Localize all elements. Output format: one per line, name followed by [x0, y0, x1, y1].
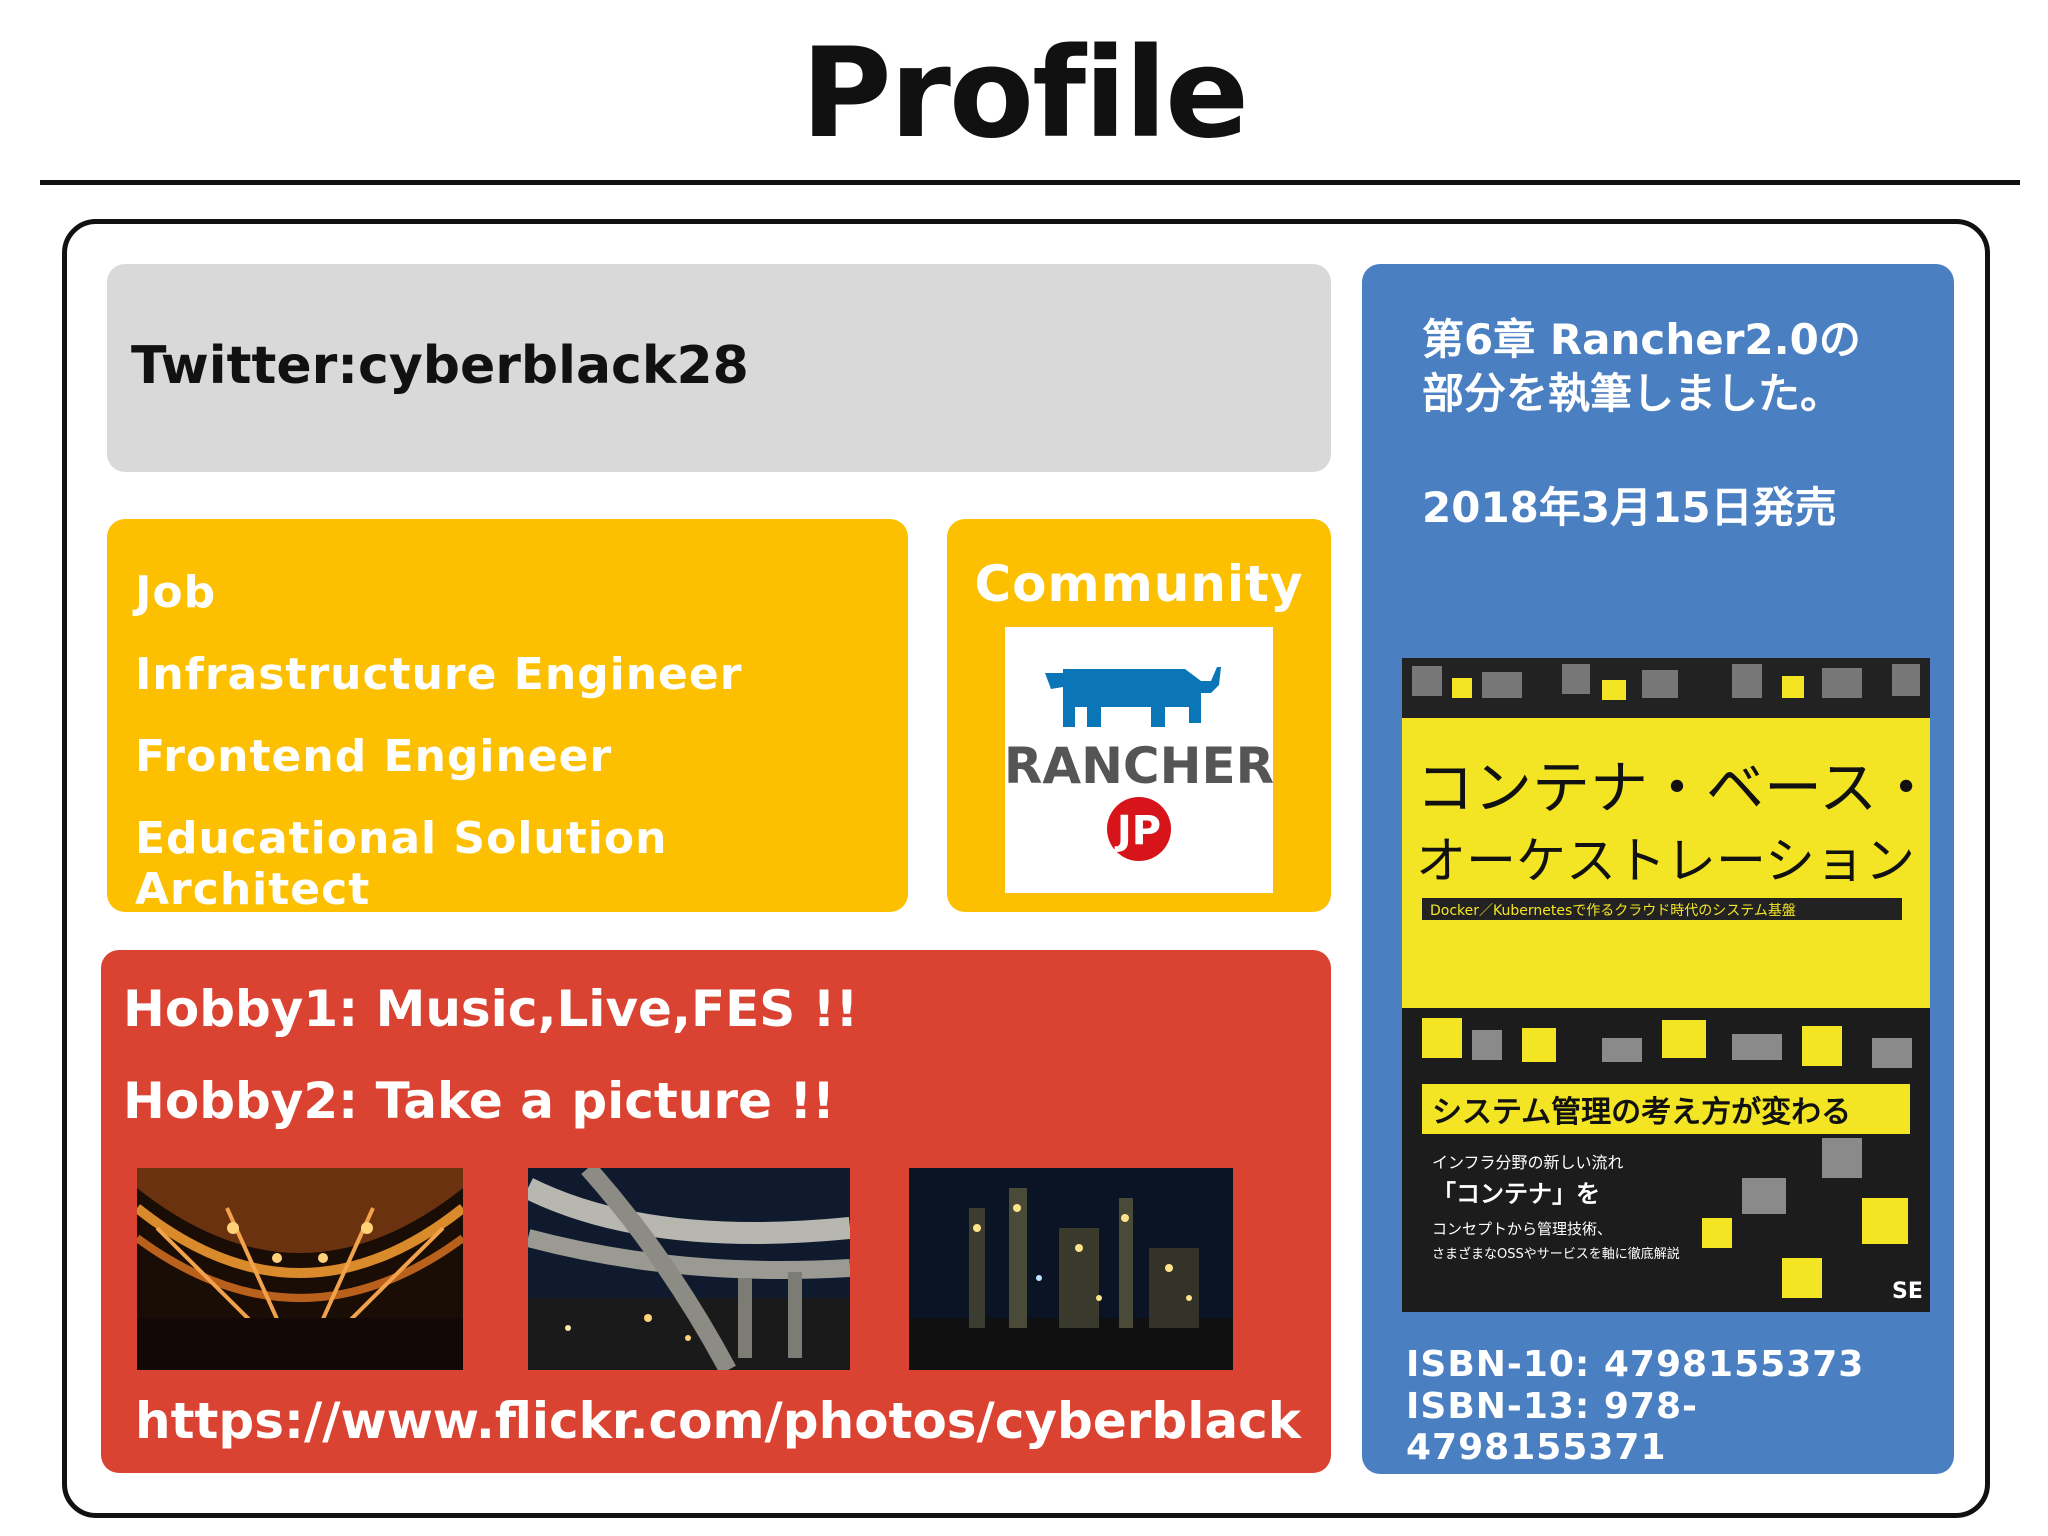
flickr-link[interactable]: https://www.flickr.com/photos/cyberblack [135, 1392, 1301, 1450]
twitter-handle[interactable]: Twitter:cyberblack28 [131, 336, 749, 396]
rancher-jp-logo[interactable]: RANCHER JP [1004, 627, 1274, 893]
job-item: Infrastructure Engineer [135, 649, 743, 700]
night-bridge-photo[interactable] [137, 1168, 463, 1370]
rancher-logo-icon: RANCHER JP [1004, 667, 1274, 861]
cover-title-1: コンテナ・ベース・ [1416, 754, 1930, 822]
highway-icon [528, 1168, 850, 1370]
cover-subtitle: Docker／Kubernetesで作るクラウド時代のシステム基盤 [1430, 902, 1796, 919]
book-box: 第6章 Rancher2.0の 部分を執筆しました。 2018年3月15日発売 … [1362, 264, 1954, 1474]
hobby-2: Hobby2: Take a picture !! [123, 1072, 835, 1130]
rancher-wordmark: RANCHER [1005, 737, 1273, 795]
publisher-logo: SE [1892, 1279, 1923, 1304]
cover-blurb-3: コンセプトから管理技術、 [1432, 1220, 1612, 1238]
book-cover[interactable]: コンテナ・ベース・ オーケストレーション Docker／Kubernetesで作… [1402, 658, 1930, 1312]
job-item: Educational Solution Architect [135, 813, 668, 915]
community-box: Community RANCHER JP [947, 519, 1331, 912]
book-chapter-line: 第6章 Rancher2.0の [1422, 315, 1861, 364]
cover-band: システム管理の考え方が変わる [1432, 1095, 1851, 1130]
community-title: Community [974, 555, 1304, 613]
job-heading: Job [135, 567, 217, 618]
hobby-1: Hobby1: Music,Live,FES !! [123, 980, 859, 1038]
hobby-box: Hobby1: Music,Live,FES !! Hobby2: Take a… [101, 950, 1331, 1473]
job-box: Job Infrastructure Engineer Frontend Eng… [107, 519, 908, 915]
title-divider [40, 180, 2020, 185]
book-release-date: 2018年3月15日発売 [1422, 483, 1837, 532]
cover-blurb-4: さまざまなOSSやサービスを軸に徹底解説 [1432, 1246, 1680, 1262]
cover-blurb-2: 「コンテナ」を [1432, 1180, 1600, 1208]
night-bridge-icon [137, 1168, 463, 1370]
isbn-10: ISBN-10: 4798155373 [1406, 1344, 1865, 1385]
highway-interchange-photo[interactable] [528, 1168, 850, 1370]
cover-title-2: オーケストレーション [1416, 832, 1915, 890]
page-title: Profile [800, 22, 1249, 166]
isbn-13: ISBN-13: 978-4798155371 [1406, 1386, 1698, 1468]
profile-frame [62, 219, 1990, 1518]
job-item: Frontend Engineer [135, 731, 613, 782]
twitter-box: Twitter:cyberblack28 [107, 264, 1331, 472]
factory-icon [909, 1168, 1233, 1370]
cover-blurb-1: インフラ分野の新しい流れ [1432, 1153, 1624, 1172]
rancher-jp-badge: JP [1114, 808, 1161, 854]
factory-night-photo[interactable] [909, 1168, 1233, 1370]
book-cover-art: コンテナ・ベース・ オーケストレーション Docker／Kubernetesで作… [1402, 658, 1930, 1312]
book-chapter-line: 部分を執筆しました。 [1422, 369, 1843, 418]
